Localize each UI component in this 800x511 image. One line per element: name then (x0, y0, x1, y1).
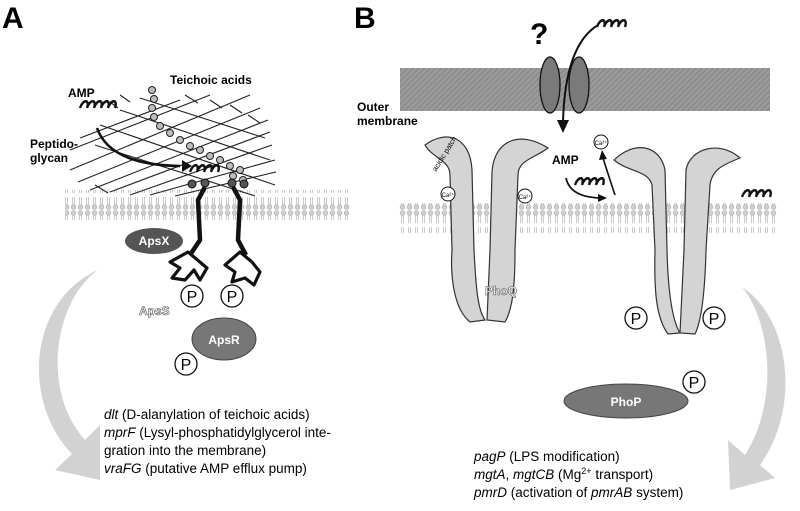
porin-right (568, 56, 590, 114)
label-peptidoglycan-1: Peptido- (30, 137, 78, 151)
apsr-protein (191, 317, 257, 361)
label-p-a1: P (187, 289, 198, 306)
apss-kinase-domains (168, 250, 262, 287)
label-p-a3: P (181, 357, 192, 374)
gene-list-b: pagP (LPS modification) mgtA, mgtCB (Mg2… (473, 449, 683, 500)
label-phop: PhoP (611, 395, 642, 409)
amp-displacement-arrowhead (598, 194, 607, 202)
label-outer-2: membrane (357, 114, 418, 128)
amp-peptide-b-right (740, 189, 772, 198)
phospho-circle-b3 (682, 370, 706, 394)
gene-a-line-2: mprF (Lysyl-phosphatidylglycerol inte- (104, 425, 331, 440)
label-ca-1: Ca²⁺ (442, 192, 455, 199)
label-teichoic-acids: Teichoic acids (170, 73, 252, 87)
apsx-protein (125, 228, 183, 254)
gene-list-a: dlt (D-alanylation of teichoic acids) mp… (104, 407, 331, 476)
panel-a-letter: A (2, 2, 24, 35)
amp-entry-arrow (562, 24, 599, 123)
phospho-circle-a1 (180, 284, 204, 308)
label-outer-1: Outer (357, 100, 389, 114)
ca-release-arrowhead (599, 150, 607, 160)
gene-a-line-1: dlt (D-alanylation of teichoic acids) (104, 407, 310, 422)
label-p-b1: P (631, 311, 642, 328)
label-apsr: ApsR (208, 333, 240, 347)
amp-peptide-a-bound (188, 164, 220, 173)
amp-peptide-b-top (595, 19, 627, 28)
label-p-b2: P (709, 311, 720, 328)
label-p-b3: P (689, 375, 700, 392)
label-amp-a: AMP (68, 86, 95, 100)
amp-peptide-b-mid (573, 177, 605, 186)
phospho-circle-b1 (624, 306, 648, 330)
peptidoglycan-mesh (69, 94, 277, 197)
amp-path-arrow (95, 127, 181, 168)
label-ca-2: Ca²⁺ (519, 194, 532, 201)
phoq-protein (424, 136, 550, 323)
label-peptidoglycan-2: glycan (30, 151, 68, 165)
ca-release-arrow (602, 157, 616, 196)
ca-ion-1 (440, 186, 456, 202)
phop-protein (563, 383, 689, 419)
gene-b-line-3: pmrD (activation of pmrAB system) (473, 485, 683, 500)
apss-sensor (188, 185, 248, 257)
label-apss: ApsS (139, 304, 170, 318)
ca-ion-released (593, 134, 609, 150)
apss-charges (187, 178, 249, 189)
amp-displacement-arrow (565, 177, 601, 199)
amp-peptide-a-top (78, 100, 117, 109)
phospho-circle-a2 (220, 284, 244, 308)
label-ca-released: Ca²⁺ (595, 140, 608, 147)
gene-b-line-1: pagP (LPS modification) (473, 449, 620, 464)
ca-ion-2 (517, 188, 533, 204)
regulation-arrow-b (728, 287, 786, 490)
gene-b-line-2: mgtA, mgtCB (Mg2+ transport) (474, 466, 653, 482)
label-phoq: PhoQ (485, 284, 517, 298)
amp-path-arrowhead (182, 160, 192, 172)
porin-left (539, 56, 561, 114)
panel-b-letter: B (354, 2, 376, 35)
label-amp-b: AMP (552, 153, 579, 167)
teichoic-acid-chain (148, 86, 247, 184)
phospho-circle-b2 (702, 306, 726, 330)
phoq-protein-active (613, 147, 742, 335)
phospho-circle-a3 (174, 352, 198, 376)
label-p-a2: P (227, 289, 238, 306)
regulation-arrow-a (38, 270, 100, 480)
membrane-a (65, 190, 350, 220)
label-question: ? (530, 18, 548, 51)
gene-a-line-3: gration into the membrane) (104, 443, 266, 458)
label-apsx: ApsX (139, 234, 170, 248)
gene-a-line-4: vraFG (putative AMP efflux pump) (104, 461, 307, 476)
amp-entry-arrowhead (557, 120, 569, 133)
